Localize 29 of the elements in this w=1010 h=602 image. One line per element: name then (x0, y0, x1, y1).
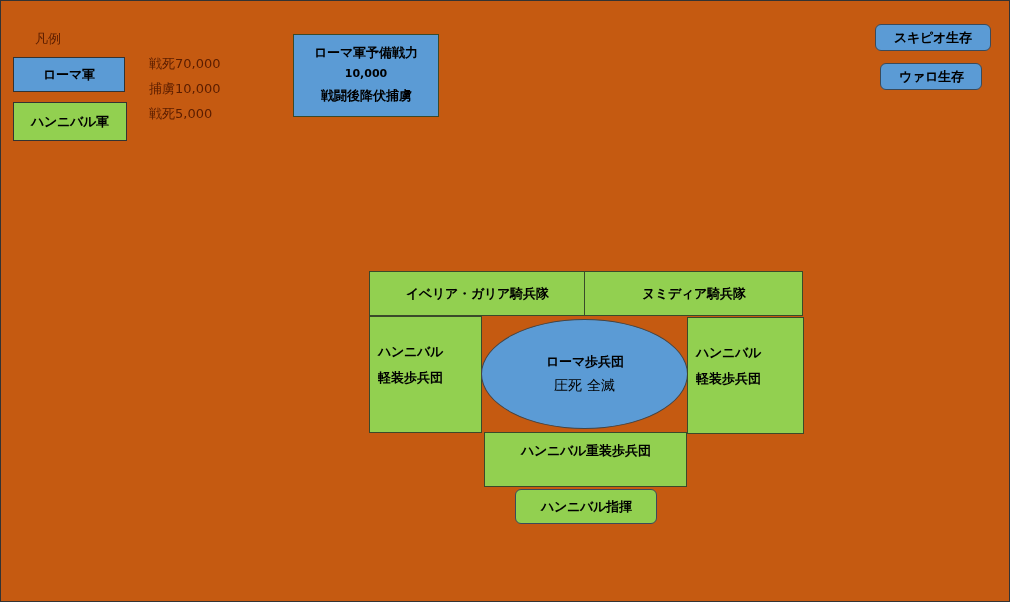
unit-label: ハンニバル指揮 (540, 497, 632, 516)
unit-label: ハンニバル軽装歩兵団 (696, 344, 762, 388)
unit-box (293, 34, 439, 117)
unit-label: ハンニバル軽装歩兵団 (378, 343, 444, 387)
unit-box (484, 432, 687, 487)
unit-note: 10,000 (344, 66, 388, 83)
unit-box (687, 317, 804, 434)
unit-label: ローマ軍予備戦力 (314, 44, 418, 62)
status-box (880, 63, 982, 90)
unit-label: スキピオ生存 (894, 28, 972, 47)
legend-key: ハンニバル軍 (13, 102, 127, 141)
unit-label: ローマ歩兵団 (545, 352, 624, 371)
legend-key: ローマ軍 (13, 57, 125, 92)
status-box (875, 24, 991, 51)
unit-label: イベリア・ガリア騎兵隊 (405, 284, 549, 303)
unit-note: 戦闘後降伏捕虜 (320, 87, 412, 106)
casualty-note: 捕虜10,000 (149, 80, 221, 98)
unit-label: ヌミディア騎兵隊 (641, 284, 746, 303)
unit-box (369, 316, 482, 433)
unit-label: ハンニバル重装歩兵団 (520, 442, 651, 460)
command-box (515, 489, 657, 524)
unit-label: ウァロ生存 (898, 67, 964, 86)
casualty-note: 戦死70,000 (149, 55, 221, 73)
unit-box (584, 271, 803, 316)
unit-ellipse (481, 319, 688, 429)
casualty-note: 戦死5,000 (149, 105, 213, 123)
legend-title: 凡例 (35, 30, 61, 48)
unit-box (369, 271, 585, 316)
unit-note: 圧死 全滅 (554, 376, 615, 396)
